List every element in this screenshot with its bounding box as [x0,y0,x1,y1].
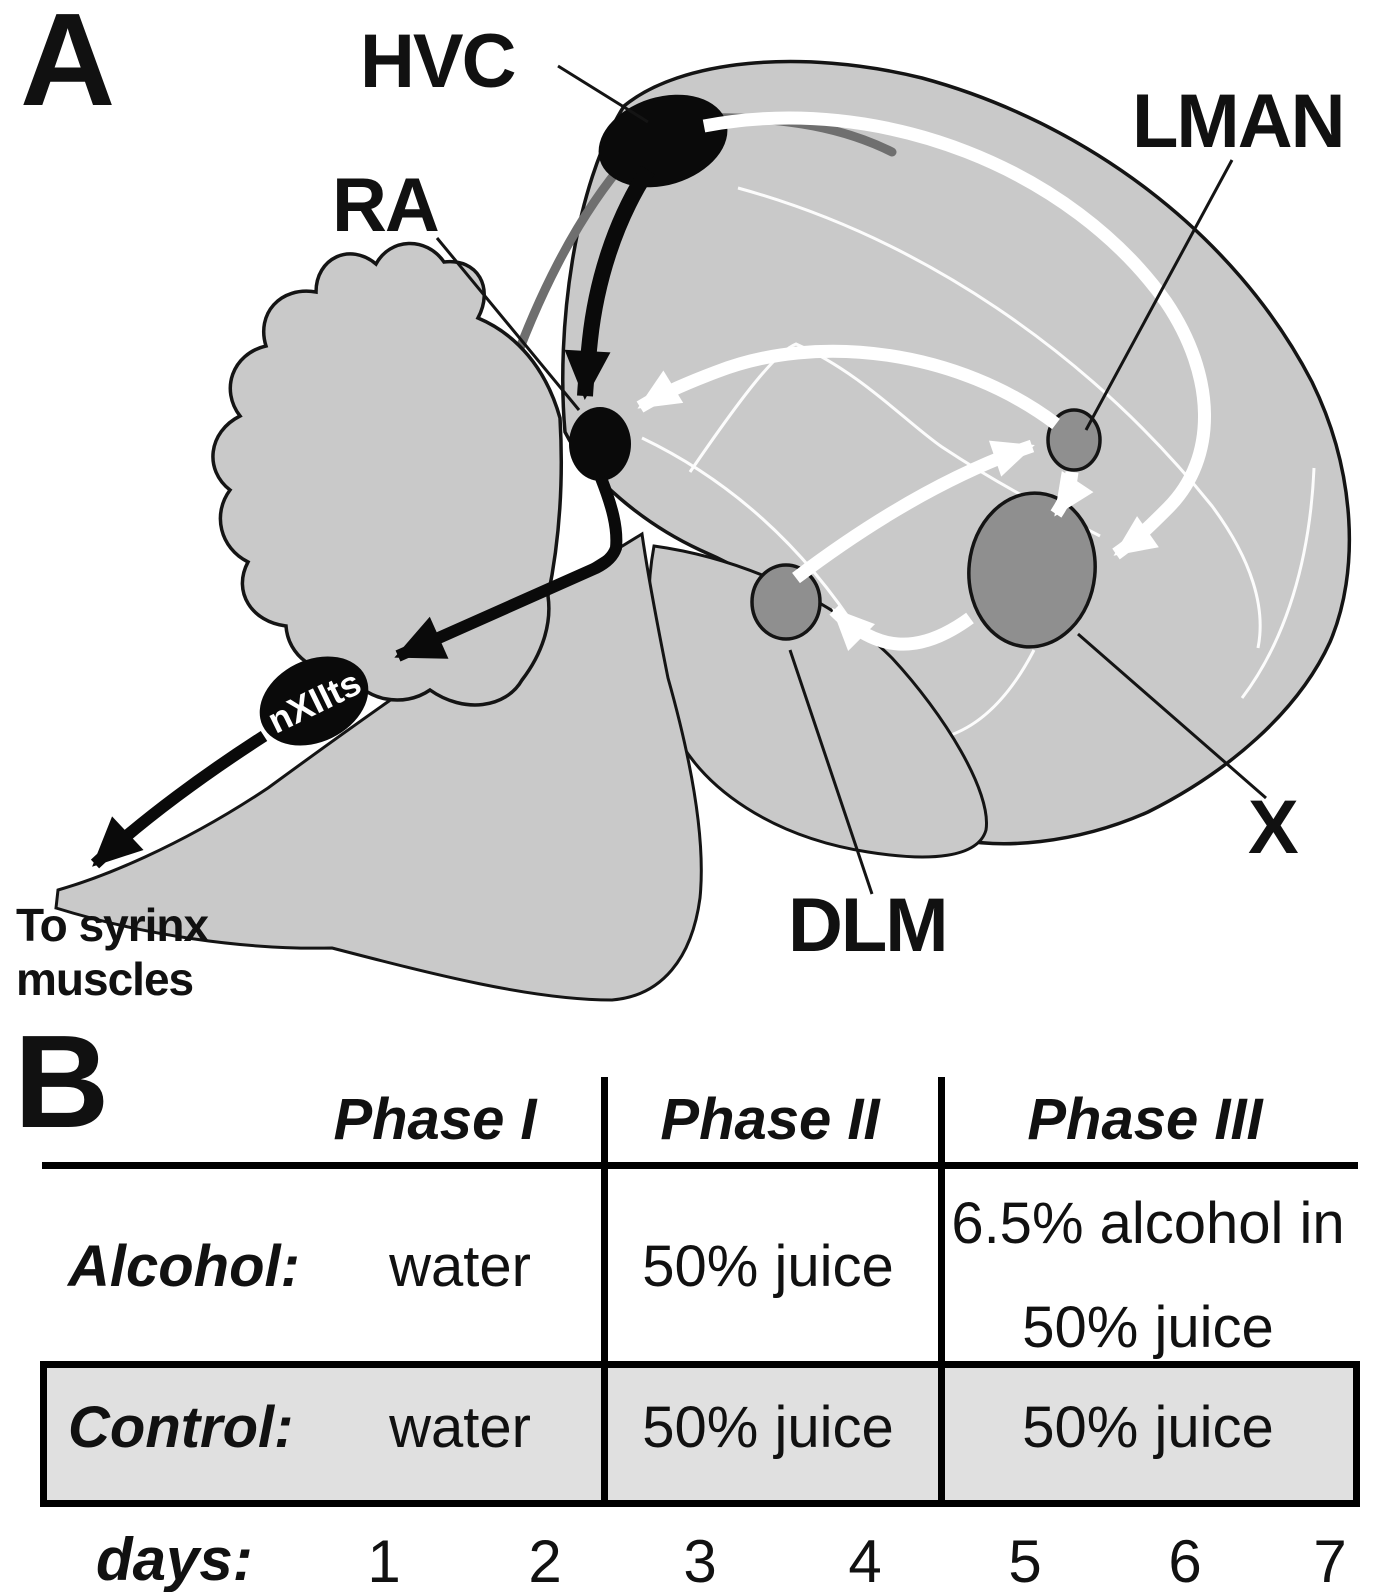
day-7: 7 [1313,1528,1347,1592]
control-row-label: Control: [68,1395,294,1460]
hvc-to-x-arrow [702,111,1211,560]
lman-leader-line [1084,159,1234,431]
hvc-leader-line [557,64,649,124]
dlm-label: DLM [788,883,949,968]
control-row-box [40,1361,1360,1507]
phase-1-header: Phase I [333,1087,537,1152]
day-4: 4 [848,1528,882,1592]
hvc-nucleus [598,94,728,188]
alcohol-phase3-cell: 6.5% alcohol in 50% juice [951,1191,1345,1361]
x-to-dlm-arrow [829,605,974,652]
forebrain-pathway-arrows [636,111,1211,652]
dlm-to-lman-arrow [792,439,1035,584]
area-x-nucleus [967,491,1097,649]
day-3: 3 [683,1528,717,1592]
dlm-nucleus [750,563,822,641]
days-label: days: [96,1526,253,1592]
nxiits-nucleus [259,656,369,746]
ra-to-nxiits-arrow [394,475,623,662]
ra-leader-line [435,237,581,411]
alcohol-phase2-cell: 50% juice [642,1234,894,1299]
phase2-phase3-divider [938,1077,945,1506]
hvc-to-ra-arrow [564,165,655,400]
label-leader-lines [435,64,1267,895]
lman-label: LMAN [1132,79,1346,164]
lman-to-x-arrow [1050,471,1094,518]
x-label: X [1248,785,1299,870]
panel-b-label: B [14,1008,109,1155]
day-1: 1 [367,1528,401,1592]
to-syrinx-caption-line1: To syrinx [16,899,209,951]
x-leader-line [1077,632,1267,800]
songbird-brain-diagram: nXIIts [54,59,1352,1002]
phase-2-header: Phase II [660,1087,880,1152]
day-6: 6 [1168,1528,1202,1592]
control-phase1-cell: water [389,1395,531,1460]
ra-nucleus [569,407,631,481]
control-phase3-cell: 50% juice [1022,1395,1274,1460]
nxiits-to-syrinx-arrow [90,730,268,869]
control-phase2-cell: 50% juice [642,1395,894,1460]
cerebellum-outline [211,241,564,707]
ra-label: RA [332,163,440,248]
phase-3-header: Phase III [1027,1087,1263,1152]
header-rule [42,1162,1358,1169]
day-2: 2 [528,1528,562,1592]
panel-a-label: A [20,0,115,133]
alcohol-phase1-cell: water [389,1234,531,1299]
dlm-leader-line [788,649,874,895]
phase1-phase2-divider [601,1077,608,1506]
alcohol-row-label: Alcohol: [68,1234,300,1299]
day-5: 5 [1008,1528,1042,1592]
lman-to-ra-arrow [636,344,1060,430]
hvc-label: HVC [360,19,516,104]
to-syrinx-caption-line2: muscles [16,953,194,1005]
